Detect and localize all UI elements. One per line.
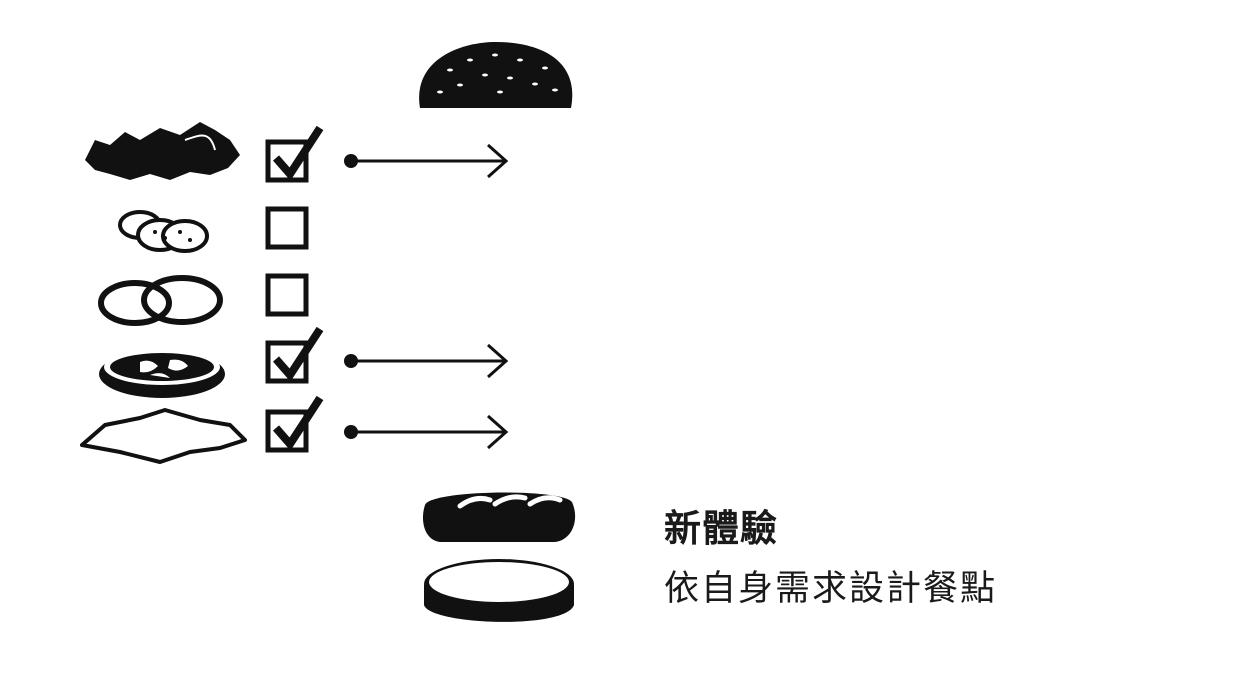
cheese-icon (80, 408, 247, 464)
checkbox-onion[interactable] (265, 273, 309, 317)
arrow-cheese-icon (344, 414, 509, 450)
top-bun-icon (419, 42, 573, 108)
tomato-icon (99, 349, 225, 398)
arrow-tomato-icon (344, 343, 509, 379)
checkbox-pickles[interactable] (265, 206, 309, 250)
arrow-lettuce-icon (344, 143, 509, 179)
checkbox-lettuce[interactable] (265, 125, 324, 183)
headline: 新體驗 (664, 507, 778, 550)
bottom-bun-icon (424, 559, 574, 622)
checkbox-cheese[interactable] (265, 395, 324, 453)
subheadline: 依自身需求設計餐點 (664, 569, 998, 609)
lettuce-icon (85, 122, 240, 180)
pickles-icon (118, 210, 209, 253)
patty-icon (422, 492, 576, 542)
onion-icon (98, 275, 223, 326)
checkbox-tomato[interactable] (265, 326, 324, 384)
